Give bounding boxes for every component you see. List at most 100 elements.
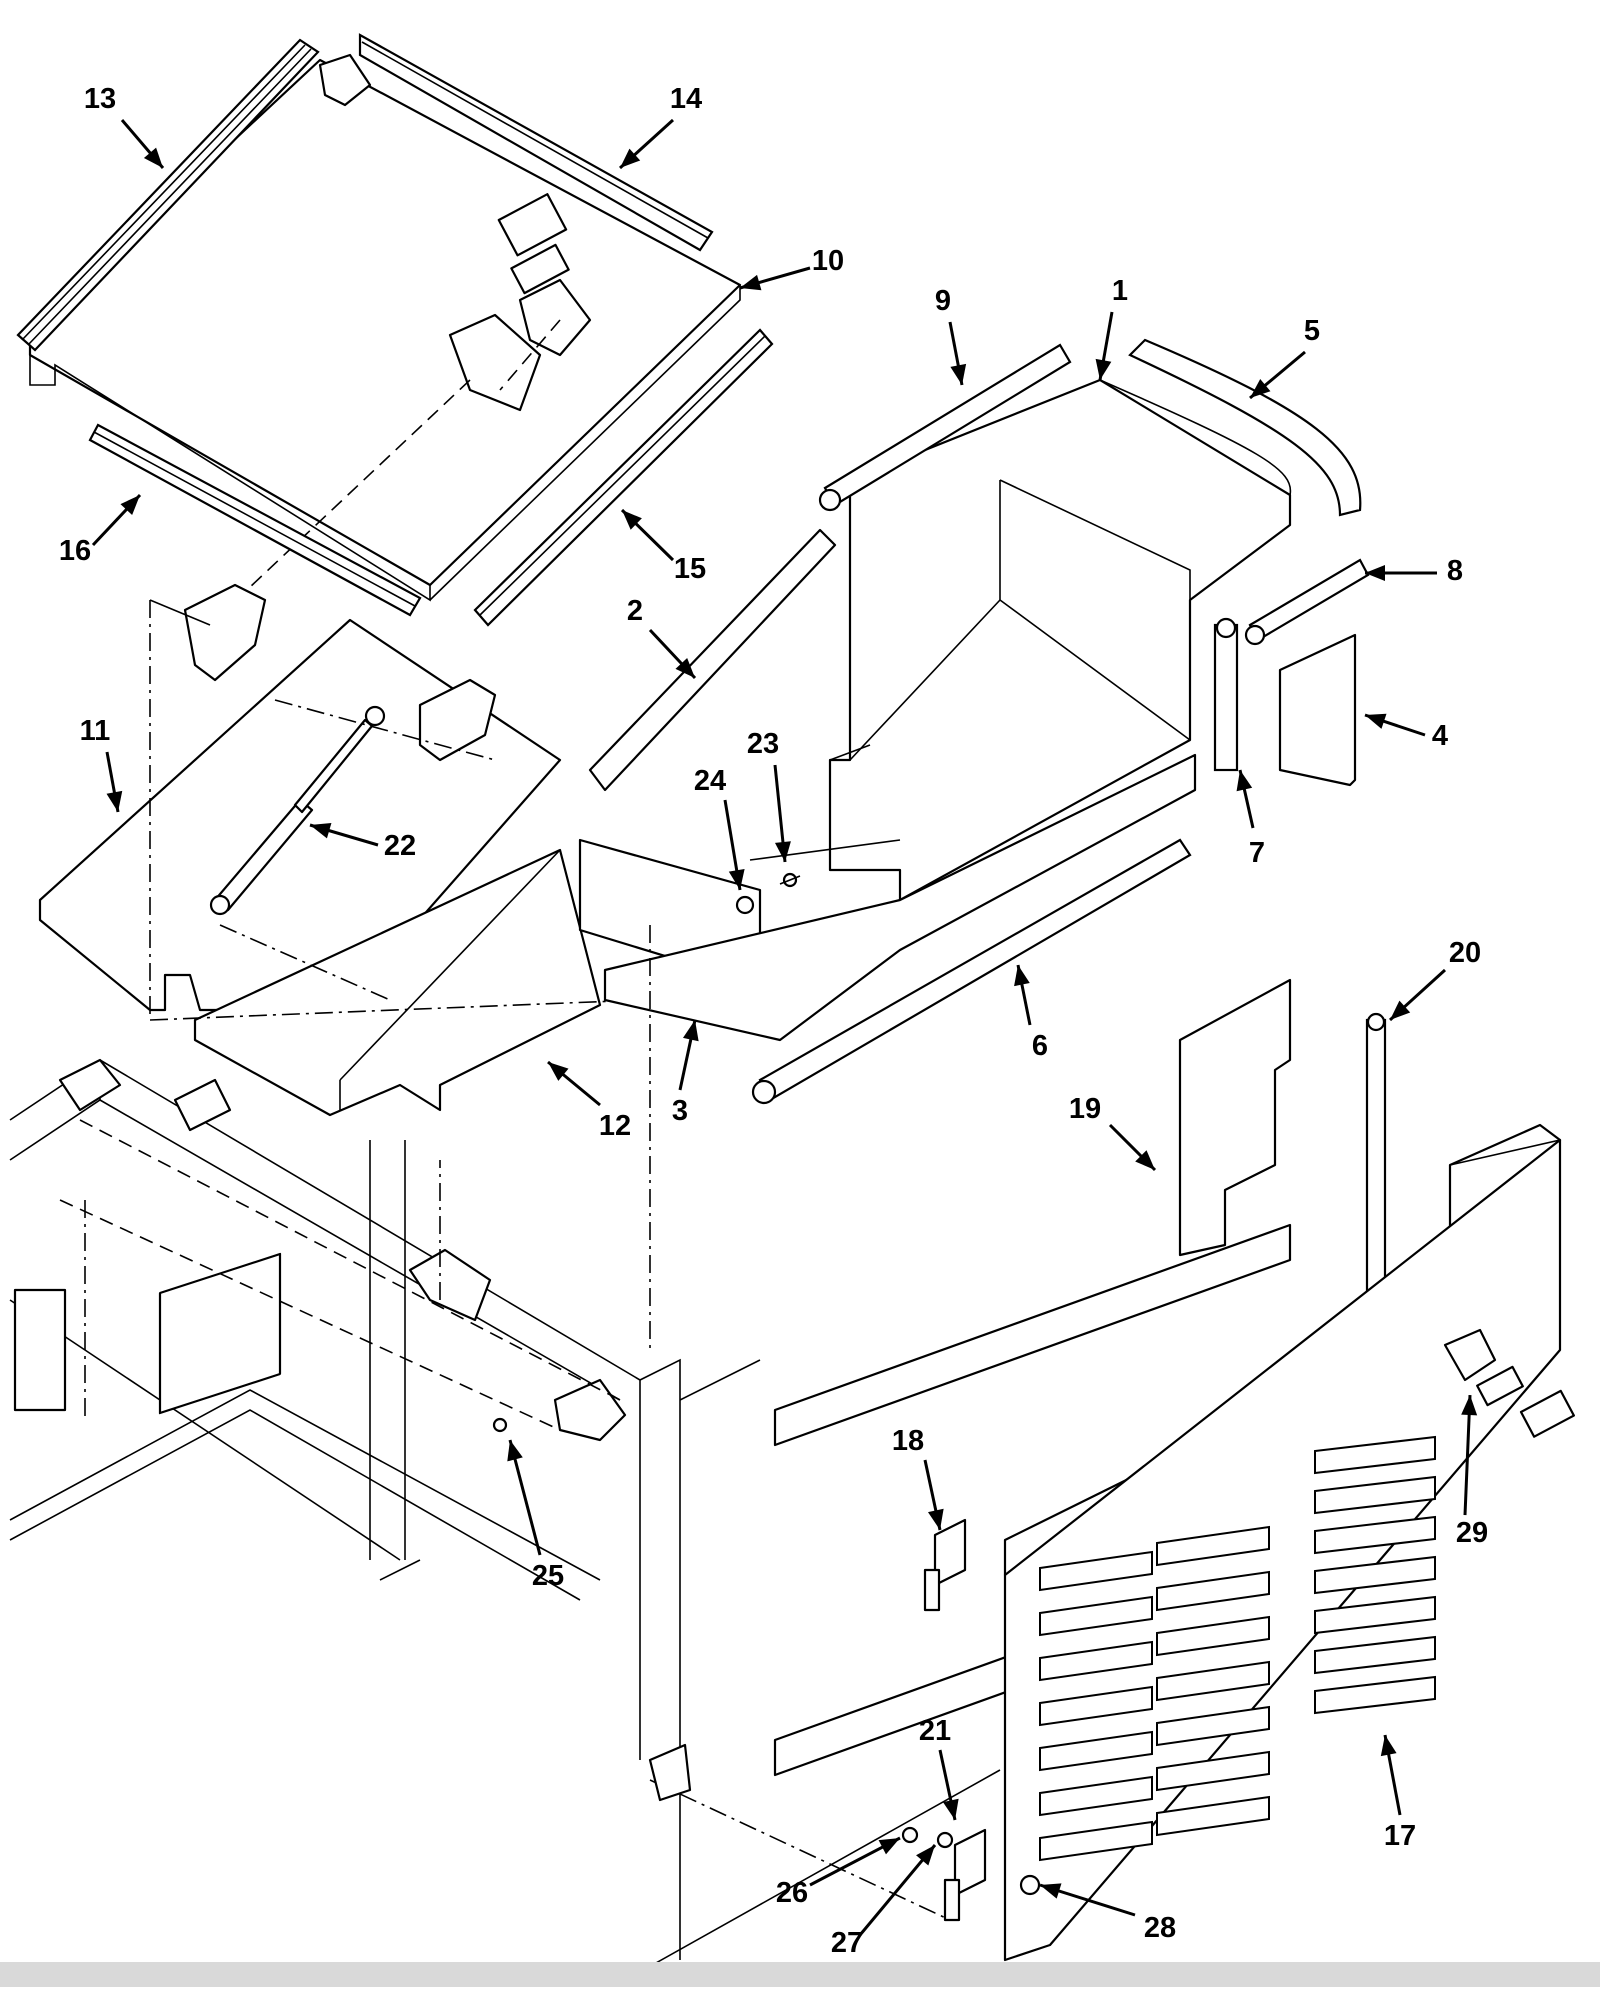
callout-16: 16	[59, 493, 142, 567]
callout-label-25: 25	[532, 1560, 564, 1592]
callout-label-19: 19	[1069, 1093, 1101, 1125]
callout-arrowhead-21	[942, 1798, 959, 1820]
tray-side-item-2	[588, 528, 837, 792]
callout-arrowhead-23	[774, 841, 791, 862]
callout-label-15: 15	[674, 553, 706, 585]
callout-22: 22	[309, 822, 416, 862]
callout-6: 6	[1014, 964, 1048, 1062]
corner-bracket	[318, 53, 372, 107]
callout-label-3: 3	[672, 1095, 688, 1127]
callout-arrowhead-24	[728, 868, 745, 890]
callout-arrowhead-14	[620, 148, 641, 168]
callout-label-1: 1	[1112, 275, 1128, 307]
callout-label-16: 16	[59, 535, 91, 567]
callout-label-6: 6	[1032, 1030, 1048, 1062]
callout-arrowhead-28	[1040, 1883, 1062, 1899]
vent-slot	[1039, 1550, 1153, 1592]
hinge-item-18	[923, 1518, 967, 1612]
vent-slot	[1156, 1660, 1270, 1702]
callout-arrowhead-19	[1135, 1150, 1155, 1170]
vent-slot	[1156, 1570, 1270, 1612]
vent-slot	[1314, 1435, 1436, 1475]
seal-item-9	[818, 343, 1072, 512]
seal-item-13	[16, 38, 320, 352]
callout-label-9: 9	[935, 285, 951, 317]
vent-slot	[1314, 1515, 1436, 1555]
callout-label-23: 23	[747, 728, 779, 760]
callout-13: 13	[84, 83, 165, 169]
screw-item-23	[779, 872, 801, 888]
callout-label-22: 22	[384, 830, 416, 862]
callout-arrowhead-4	[1365, 713, 1387, 729]
callout-arrowhead-15	[622, 510, 642, 530]
callout-23: 23	[747, 728, 791, 863]
vent-slot	[1039, 1640, 1153, 1682]
seal-item-15	[473, 328, 774, 627]
callout-arrowhead-17	[1380, 1735, 1397, 1757]
gas-strut-item-22	[209, 705, 386, 916]
callout-2: 2	[627, 595, 697, 680]
vent-slot	[1314, 1475, 1436, 1515]
seal-item-7	[1213, 617, 1239, 772]
vent-slot	[1156, 1705, 1270, 1747]
vent-slot	[1156, 1795, 1270, 1837]
callout-25: 25	[507, 1439, 564, 1592]
callout-14: 14	[618, 83, 702, 170]
callout-11: 11	[80, 715, 123, 813]
callout-label-20: 20	[1449, 937, 1481, 969]
callout-arrowhead-9	[950, 363, 967, 385]
seal-item-16	[88, 423, 422, 617]
callout-10: 10	[739, 245, 844, 291]
callout-21: 21	[919, 1715, 959, 1821]
callout-leader-29	[1463, 1394, 1472, 1516]
chassis-frame	[9, 1058, 1001, 1992]
seal-item-6	[751, 838, 1192, 1105]
callout-18: 18	[892, 1425, 944, 1531]
vent-slot	[1039, 1595, 1153, 1637]
callout-arrowhead-8	[1365, 565, 1385, 581]
callout-4: 4	[1364, 713, 1448, 752]
vent-slot	[1039, 1685, 1153, 1727]
hinge-left	[149, 583, 267, 682]
vent-slot	[1314, 1555, 1436, 1595]
callout-arrowhead-27	[916, 1845, 935, 1866]
callout-label-28: 28	[1144, 1912, 1176, 1944]
callout-label-21: 21	[919, 1715, 951, 1747]
callout-label-7: 7	[1249, 837, 1265, 869]
callout-arrowhead-20	[1390, 1000, 1411, 1020]
callout-arrowhead-16	[120, 495, 140, 516]
page-bottom-band	[0, 1962, 1600, 1987]
pad-item-4	[1278, 633, 1357, 787]
vent-slot	[1156, 1750, 1270, 1792]
callout-19: 19	[1069, 1093, 1157, 1172]
callout-label-10: 10	[812, 245, 844, 277]
callout-label-24: 24	[694, 765, 726, 797]
tray-front-item-3	[578, 744, 1197, 1042]
callout-28: 28	[1039, 1883, 1176, 1944]
callout-label-13: 13	[84, 83, 116, 115]
callout-12: 12	[547, 1060, 631, 1142]
callout-arrowhead-3	[682, 1020, 699, 1042]
tray-item-1	[828, 378, 1292, 902]
callout-arrowhead-6	[1014, 965, 1030, 987]
callout-arrowhead-26	[878, 1838, 900, 1855]
callout-label-29: 29	[1456, 1517, 1488, 1549]
callout-27: 27	[831, 1844, 937, 1959]
callout-label-11: 11	[80, 715, 111, 747]
callout-7: 7	[1236, 769, 1265, 869]
latch-item-29	[1443, 1328, 1575, 1438]
seal-item-20	[1365, 1012, 1387, 1352]
hinge-item-21	[943, 1828, 987, 1922]
callout-label-8: 8	[1447, 555, 1463, 587]
callout-arrowhead-1	[1095, 358, 1112, 380]
callout-label-27: 27	[831, 1927, 863, 1959]
callout-arrowhead-5	[1250, 379, 1271, 398]
callout-arrowhead-2	[675, 657, 695, 678]
callout-1: 1	[1095, 275, 1128, 381]
callout-arrowhead-10	[740, 274, 762, 291]
vent-slot	[1039, 1820, 1153, 1862]
callout-label-17: 17	[1384, 1820, 1416, 1852]
vent-slot	[1156, 1615, 1270, 1657]
